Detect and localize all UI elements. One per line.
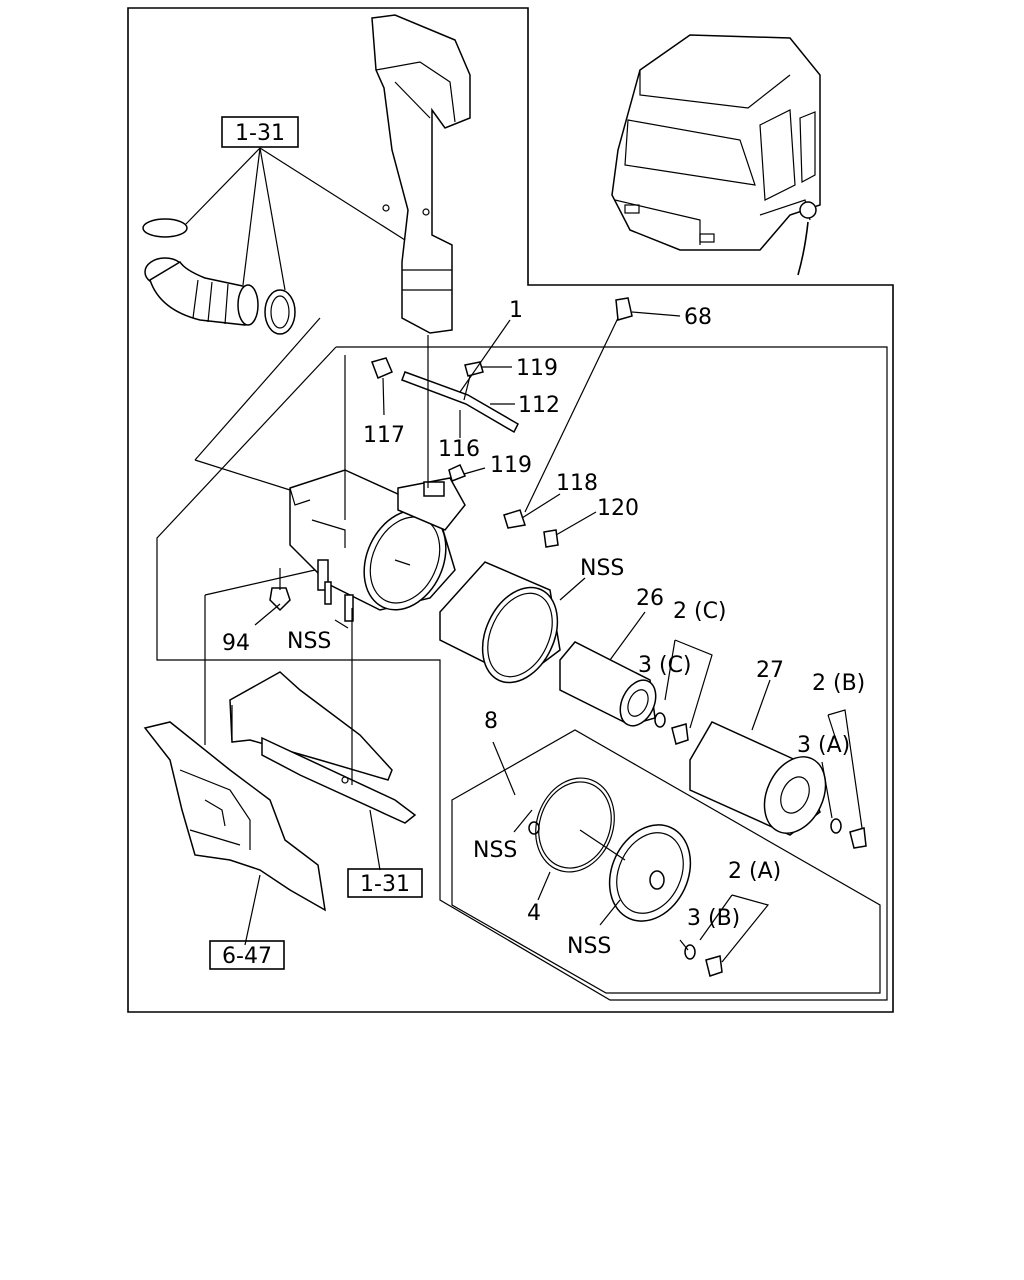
part-label-119-mid: 119 bbox=[490, 453, 532, 478]
end-cover bbox=[608, 824, 692, 922]
part-label-68: 68 bbox=[684, 305, 712, 330]
part-label-8: 8 bbox=[484, 709, 498, 734]
ref-label-1-31-bottom: 1-31 bbox=[360, 872, 410, 897]
primary-element-27 bbox=[689, 721, 827, 836]
part-label-nss-bolt: NSS bbox=[287, 629, 331, 654]
intake-snorkel bbox=[371, 14, 471, 334]
part-label-117: 117 bbox=[363, 423, 405, 448]
part-label-2c: 2 (C) bbox=[673, 599, 727, 624]
part-label-2a: 2 (A) bbox=[728, 859, 781, 884]
part-label-3b: 3 (B) bbox=[687, 906, 740, 931]
part-label-94: 94 bbox=[222, 631, 250, 656]
intake-hose-set bbox=[142, 218, 296, 335]
ref-box-1-31-top[interactable]: 1-31 bbox=[221, 116, 299, 148]
part-label-116: 116 bbox=[438, 437, 480, 462]
part-label-27: 27 bbox=[756, 658, 784, 683]
part-label-4: 4 bbox=[527, 901, 541, 926]
gasket-4 bbox=[535, 777, 615, 873]
ref-box-6-47[interactable]: 6-47 bbox=[209, 940, 285, 970]
part-label-nss-shell: NSS bbox=[580, 556, 624, 581]
fittings bbox=[269, 297, 633, 612]
part-label-2b: 2 (B) bbox=[812, 671, 865, 696]
kit-8-outline bbox=[451, 729, 881, 994]
assembly-outline bbox=[156, 346, 888, 1001]
part-label-118: 118 bbox=[556, 471, 598, 496]
part-label-nss-cover: NSS bbox=[567, 934, 611, 959]
part-label-119-top: 119 bbox=[516, 356, 558, 381]
ref-label-6-47: 6-47 bbox=[222, 944, 272, 969]
leader-lines bbox=[184, 147, 863, 963]
part-label-3a: 3 (A) bbox=[797, 733, 850, 758]
part-label-nss-washer: NSS bbox=[473, 838, 517, 863]
fender-panel bbox=[143, 721, 326, 912]
part-label-26: 26 bbox=[636, 586, 664, 611]
diagram-frame bbox=[127, 7, 894, 1013]
part-label-1: 1 bbox=[509, 298, 523, 323]
part-label-3c: 3 (C) bbox=[638, 653, 692, 678]
part-label-112: 112 bbox=[518, 393, 560, 418]
outer-shell bbox=[439, 561, 561, 684]
truck-cab-illustration bbox=[611, 34, 821, 276]
air-cleaner-housing bbox=[289, 469, 466, 622]
ref-label-1-31-top: 1-31 bbox=[235, 121, 285, 146]
ref-box-1-31-bottom[interactable]: 1-31 bbox=[347, 868, 423, 898]
part-label-120: 120 bbox=[597, 496, 639, 521]
